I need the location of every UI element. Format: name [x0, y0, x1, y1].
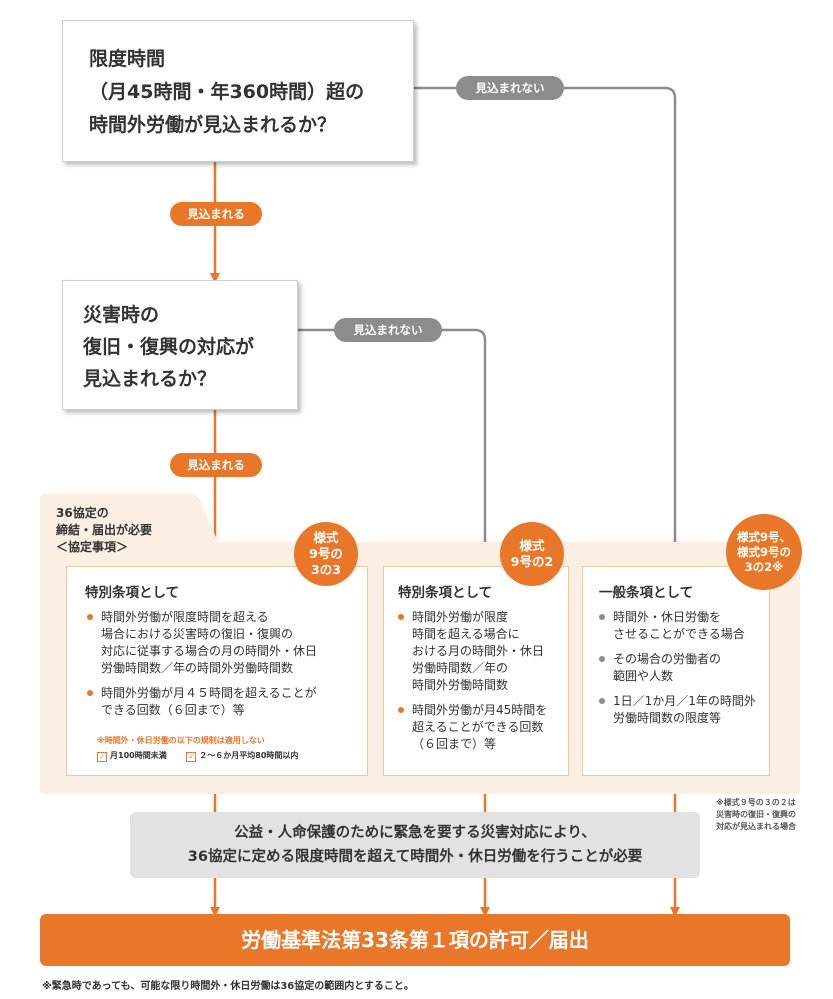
card-general: 一般条項として 時間外・休日労働を させることができる場合 その場合の労働者の … — [582, 566, 770, 776]
checkbox-icon: ✓ — [186, 752, 197, 762]
label-q1-no: 見込まれない — [456, 76, 564, 100]
check-2-label: ２～６か月平均80時間以内 — [199, 751, 299, 760]
card-1-checks: ✓月100時間未満 ✓２～６か月平均80時間以内 — [97, 750, 298, 762]
disaster-response-box: 公益・人命保護のために緊急を要する災害対応により、 36協定に定める限度時間を超… — [130, 812, 700, 878]
arrow-q1-no — [413, 86, 680, 570]
arrow-q2-no — [296, 328, 490, 570]
question-1-box: 限度時間 （月45時間・年360時間）超の 時間外労働が見込まれるか？ — [62, 20, 414, 162]
label-q2-yes: 見込まれる — [170, 453, 262, 477]
question-1-text: 限度時間 （月45時間・年360時間）超の 時間外労働が見込まれるか？ — [89, 48, 365, 136]
card-special-disaster: 特別条項として 時間外労働が限度時間を超える 場合における災害時の復旧・復興の … — [66, 566, 368, 776]
question-2-text: 災害時の 復旧・復興の対応が 見込まれるか？ — [83, 304, 255, 390]
card-2-item: 時間外労働が月45時間を 超えることができる回数 （６回まで）等 — [398, 702, 568, 753]
card-special: 特別条項として 時間外労働が限度 時間を超える場合に おける月の時間外・休日 労… — [383, 566, 569, 776]
card-1-item: 時間外労働が限度時間を超える 場合における災害時の復旧・復興の 対応に従事する場… — [87, 609, 363, 677]
card-1-title: 特別条項として — [85, 585, 180, 601]
badge-form-9-3-3: 様式 9号の 3の3 — [294, 522, 358, 586]
card-2-title: 特別条項として — [398, 585, 493, 601]
card-3-item: その場合の労働者の 範囲や人数 — [599, 651, 769, 685]
badge-form-9-and-9-3-2: 様式9号、 様式9号の 3の2※ — [726, 514, 802, 590]
side-note: ※様式９号の３の２は 災害時の復旧・復興の 対応が見込まれる場合 — [716, 798, 796, 831]
checkbox-icon: ✓ — [97, 752, 107, 762]
label-q2-no: 見込まれない — [334, 318, 442, 342]
panel-header: 36協定の 締結・届出が必要 ＜協定事項＞ — [56, 506, 153, 554]
question-2-box: 災害時の 復旧・復興の対応が 見込まれるか？ — [62, 280, 298, 410]
card-2-item: 時間外労働が限度 時間を超える場合に おける月の時間外・休日 労働時間数／年の … — [398, 609, 568, 694]
card-3-item: 時間外・休日労働を させることができる場合 — [599, 609, 769, 643]
card-3-title: 一般条項として — [599, 585, 694, 601]
card-1-item: 時間外労働が月４５時間を超えることが できる回数（６回まで）等 — [87, 685, 363, 719]
label-q1-yes: 見込まれる — [170, 202, 262, 226]
footnote: ※緊急時であっても、可能な限り時間外・休日労働は36協定の範囲内とすること。 — [42, 981, 414, 992]
check-1-label: 月100時間未満 — [110, 751, 167, 760]
card-3-item: 1日／1か月／1年の時間外 労働時間数の限度等 — [599, 693, 769, 727]
card-1-note: ※時間外・休日労働の以下の規制は適用しない — [97, 736, 265, 745]
article-33-permit-box: 労働基準法第33条第１項の許可／届出 — [40, 914, 790, 966]
badge-form-9-2: 様式 9号の2 — [500, 522, 564, 586]
